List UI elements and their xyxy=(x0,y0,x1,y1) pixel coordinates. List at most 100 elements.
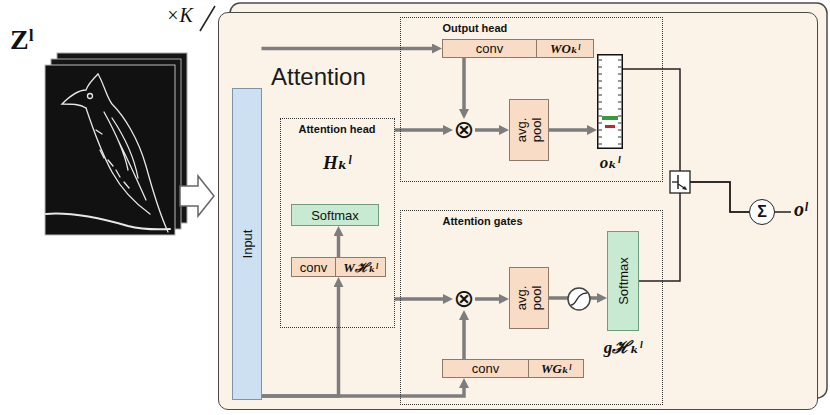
vector-tick xyxy=(618,116,622,117)
vector-tick xyxy=(599,88,603,89)
feature-map-stack xyxy=(45,53,187,235)
vector-bar xyxy=(597,54,623,149)
bird-head xyxy=(62,74,98,108)
weight-cell: Wℋₖˡ xyxy=(335,258,385,276)
layer-label: conv xyxy=(476,42,503,55)
weight-cell: WOₖˡ xyxy=(536,40,593,57)
head-group: Attention gates⊗avg. poolSoftmaxgℋₖˡconv… xyxy=(400,210,663,405)
output-vector: oₖˡ xyxy=(597,54,623,149)
flow-arrow xyxy=(475,297,500,301)
layer-cell: conv xyxy=(443,360,528,377)
vector-tick xyxy=(599,144,603,145)
flow-arrow xyxy=(475,128,500,132)
conv-layer: conv WOₖˡ xyxy=(442,39,594,58)
layer-label: avg. pool xyxy=(514,110,544,150)
weight-cell: WGₖˡ xyxy=(528,360,583,377)
flow-arrow xyxy=(395,128,445,132)
sigmoid-curve xyxy=(571,293,587,305)
flow-arrow xyxy=(462,58,466,110)
vector-tick xyxy=(599,74,603,75)
sigmoid-symbol xyxy=(568,288,590,310)
bar-label: Input xyxy=(239,229,254,258)
vector-tick xyxy=(599,116,603,117)
input-arrow xyxy=(180,176,214,216)
sigmoid-circle xyxy=(568,288,590,310)
feature-map xyxy=(45,65,175,235)
multiply-op: ⊗ xyxy=(453,288,475,310)
bird-eye xyxy=(88,94,93,99)
layer-label: avg. pool xyxy=(514,278,544,318)
vector-tick xyxy=(618,74,622,75)
switch-head xyxy=(682,186,687,190)
switch-lead xyxy=(678,184,686,189)
vector-tick xyxy=(618,95,622,96)
block-ground xyxy=(218,12,818,410)
repeat-count: ×K xyxy=(166,4,193,27)
branch xyxy=(46,214,170,230)
vector-entry xyxy=(602,116,618,120)
output-symbol: oˡ xyxy=(794,198,807,221)
weight-symbol: Wℋₖˡ xyxy=(343,261,378,274)
flow-arrow xyxy=(337,235,341,257)
vector-tick xyxy=(618,123,622,124)
head-symbol: Hₖˡ xyxy=(281,151,394,174)
feather-marks xyxy=(96,130,129,188)
vector-tick xyxy=(618,88,622,89)
group-title: Attention head xyxy=(281,123,394,135)
head-group: Output head conv WOₖˡ ⊗ avg. pool oₖˡ xyxy=(400,17,663,182)
sum-symbol: Σ xyxy=(757,204,767,220)
vector-tick xyxy=(618,144,622,145)
vector-tick xyxy=(599,137,603,138)
multiply-op: ⊗ xyxy=(453,119,475,141)
output-wire xyxy=(775,211,791,213)
vector-tick xyxy=(618,109,622,110)
layer-cell: conv xyxy=(292,258,335,276)
softmax-box: Softmaxgℋₖˡ xyxy=(607,231,639,331)
operator-symbol: ⊗ xyxy=(454,119,475,141)
layer-label: conv xyxy=(472,362,499,375)
conv-layer: conv Wℋₖˡ xyxy=(291,257,386,277)
gate-symbol: gℋₖˡ xyxy=(604,335,642,358)
layer-cell: conv xyxy=(443,40,536,57)
vector-tick xyxy=(599,109,603,110)
vector-tick xyxy=(599,67,603,68)
layer-label: Softmax xyxy=(311,208,359,223)
vector-tick xyxy=(618,102,622,103)
input-symbol: Zˡ xyxy=(10,24,34,56)
flow-arrow xyxy=(549,128,588,132)
head-group: Attention headHₖˡSoftmax conv Wℋₖˡ xyxy=(280,118,395,328)
bird-breast xyxy=(86,108,150,214)
flow-arrow xyxy=(262,47,434,51)
vector-tick xyxy=(618,81,622,82)
bird-sketch xyxy=(46,74,170,232)
layer-label: Softmax xyxy=(616,257,631,305)
softmax-box: Softmax xyxy=(291,204,379,226)
switch-box xyxy=(670,171,690,193)
group-title: Output head xyxy=(443,22,508,34)
vector-tick xyxy=(618,67,622,68)
block-title: Attention xyxy=(271,63,366,91)
weight-symbol: WGₖˡ xyxy=(541,362,571,375)
group-title: Attention gates xyxy=(443,215,523,227)
vector-tick xyxy=(599,60,603,61)
operator-symbol: ⊗ xyxy=(454,288,475,310)
conv-layer: conv WGₖˡ xyxy=(442,359,584,378)
weight-symbol: WOₖˡ xyxy=(550,42,580,55)
input-bar: Input xyxy=(232,88,262,400)
flow-arrow xyxy=(462,319,466,359)
flow-arrow xyxy=(262,387,465,396)
vector-tick xyxy=(618,60,622,61)
attention-block: AttentionInput Output head conv WOₖˡ ⊗ avg. p… xyxy=(218,12,818,410)
vector-tick xyxy=(618,137,622,138)
vector-tick xyxy=(599,102,603,103)
flow-arrow xyxy=(262,286,339,396)
avg-pool: avg. pool xyxy=(509,99,549,161)
vector-tick xyxy=(618,130,622,131)
bird-wing xyxy=(104,112,146,200)
layer-label: conv xyxy=(300,261,327,274)
vector-entry xyxy=(605,125,615,128)
flow-arrow xyxy=(395,297,445,301)
vector-tick xyxy=(599,130,603,131)
